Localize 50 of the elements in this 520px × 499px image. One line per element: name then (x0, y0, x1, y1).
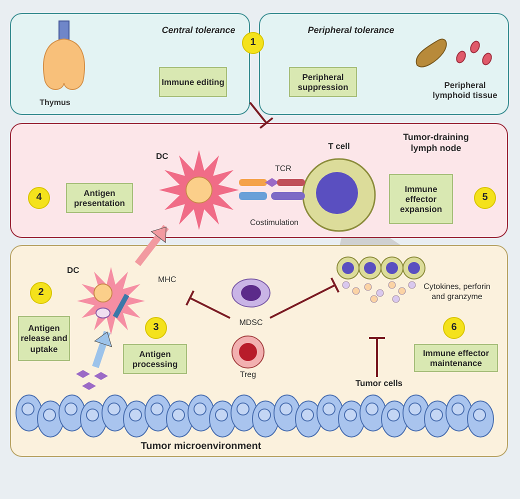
cell-label: Tumor cells (354, 378, 404, 388)
tumor-microenvironment-panel (10, 245, 508, 457)
step-label (123, 344, 187, 374)
inhibition-line (368, 337, 386, 377)
step-text: Immune editing (162, 76, 224, 88)
cell-label: T cell (327, 141, 351, 152)
part-label: Peripheral lymphoid tissue (432, 80, 498, 100)
inhibition-line (270, 276, 340, 319)
step-text: Antigen presentation (72, 188, 126, 208)
step-number (145, 317, 167, 339)
step-number (443, 317, 465, 339)
cell-label: DC (67, 265, 80, 276)
tolerance-panel (259, 13, 509, 115)
step-number-text: 3 (153, 322, 159, 334)
panel-title: Peripheral tolerance (306, 25, 396, 36)
panel-title: Central tolerance (160, 25, 236, 36)
panel-title: Tumor microenvironment (140, 441, 262, 453)
step-text: Peripheral suppression (296, 72, 350, 92)
inhibition-line (185, 290, 230, 319)
panel-title: Tumor-draining lymph node (402, 132, 470, 154)
arrow (134, 224, 169, 266)
cell-label: Treg (238, 370, 258, 380)
step-number-text: 4 (36, 192, 42, 204)
part-label: TCR (275, 164, 292, 174)
step-text: Antigen processing (131, 348, 179, 370)
part-label: MHC (158, 275, 178, 285)
step-text: Antigen release and uptake (20, 323, 68, 354)
cell-label: MDSC (238, 318, 264, 328)
step-label (18, 316, 70, 361)
step-text: Immune effector expansion (398, 184, 444, 214)
step-label (159, 67, 227, 97)
step-label (389, 174, 453, 224)
part-label: Costimulation (250, 218, 300, 228)
cell-label: Cytokines, perforin and granzyme (422, 282, 492, 302)
arrow (92, 330, 112, 368)
step-text: Immune effector maintenance (422, 348, 490, 368)
lymph-node-panel (10, 123, 508, 238)
tolerance-panel (10, 13, 250, 115)
step-number-text: 5 (482, 192, 488, 204)
step-number (30, 282, 52, 304)
step-number-text: 1 (250, 37, 256, 49)
step-label (289, 67, 357, 97)
step-number-text: 2 (38, 287, 44, 299)
step-number-text: 6 (451, 322, 457, 334)
step-number (28, 187, 50, 209)
step-label (414, 344, 498, 372)
cell-label: DC (156, 151, 170, 162)
step-number (474, 187, 496, 209)
part-label: Thymus (38, 98, 72, 108)
step-label (66, 183, 133, 213)
